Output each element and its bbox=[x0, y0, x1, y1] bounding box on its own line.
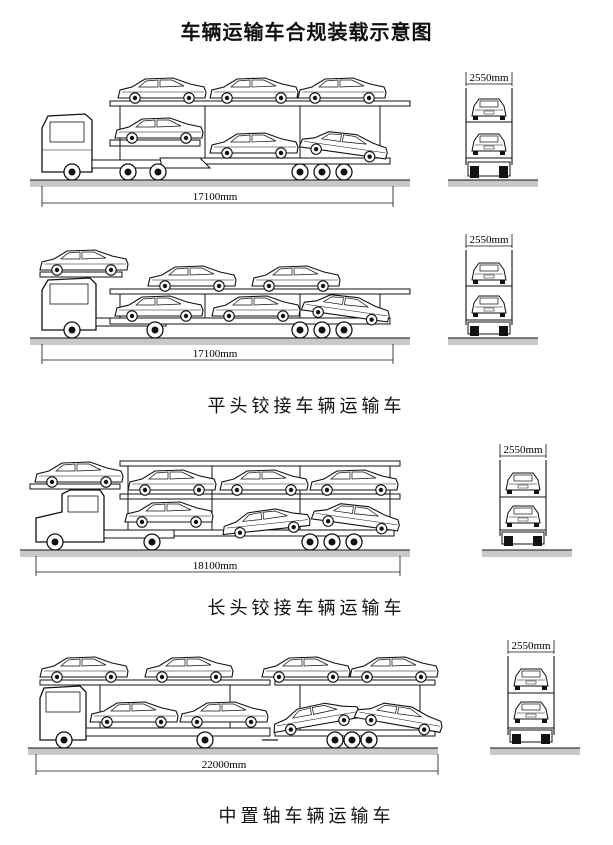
section-2-width-label: 2550mm bbox=[469, 234, 509, 246]
section-2-side-view: 17100mm bbox=[30, 249, 411, 364]
section-4-rear-view: 2550mm bbox=[490, 640, 580, 755]
caption-flat-head-articulated: 平头铰接车辆运输车 bbox=[207, 396, 406, 417]
section-1-side-view: 17100mm bbox=[30, 77, 411, 207]
section-4-length-label: 22000mm bbox=[202, 759, 247, 771]
section-2-length-label: 17100mm bbox=[193, 348, 238, 360]
section-1-rear-view: 2550mm bbox=[448, 72, 538, 187]
section-3-length-label: 18100mm bbox=[193, 560, 238, 572]
section-3-rear-view: 2550mm bbox=[482, 444, 572, 557]
caption-long-head-articulated: 长头铰接车辆运输车 bbox=[207, 598, 406, 619]
section-3-side-view: 18100mm bbox=[20, 460, 410, 576]
section-4-side-view: 22000mm bbox=[28, 656, 445, 775]
section-2-rear-view: 2550mm bbox=[448, 234, 538, 345]
section-4-width-label: 2550mm bbox=[511, 640, 551, 652]
caption-center-axle: 中置轴车辆运输车 bbox=[218, 806, 395, 827]
page-title: 车辆运输车合规装载示意图 bbox=[180, 20, 433, 44]
section-3-width-label: 2550mm bbox=[503, 444, 543, 456]
section-1-width-label: 2550mm bbox=[469, 72, 509, 84]
section-1-length-label: 17100mm bbox=[193, 191, 238, 203]
